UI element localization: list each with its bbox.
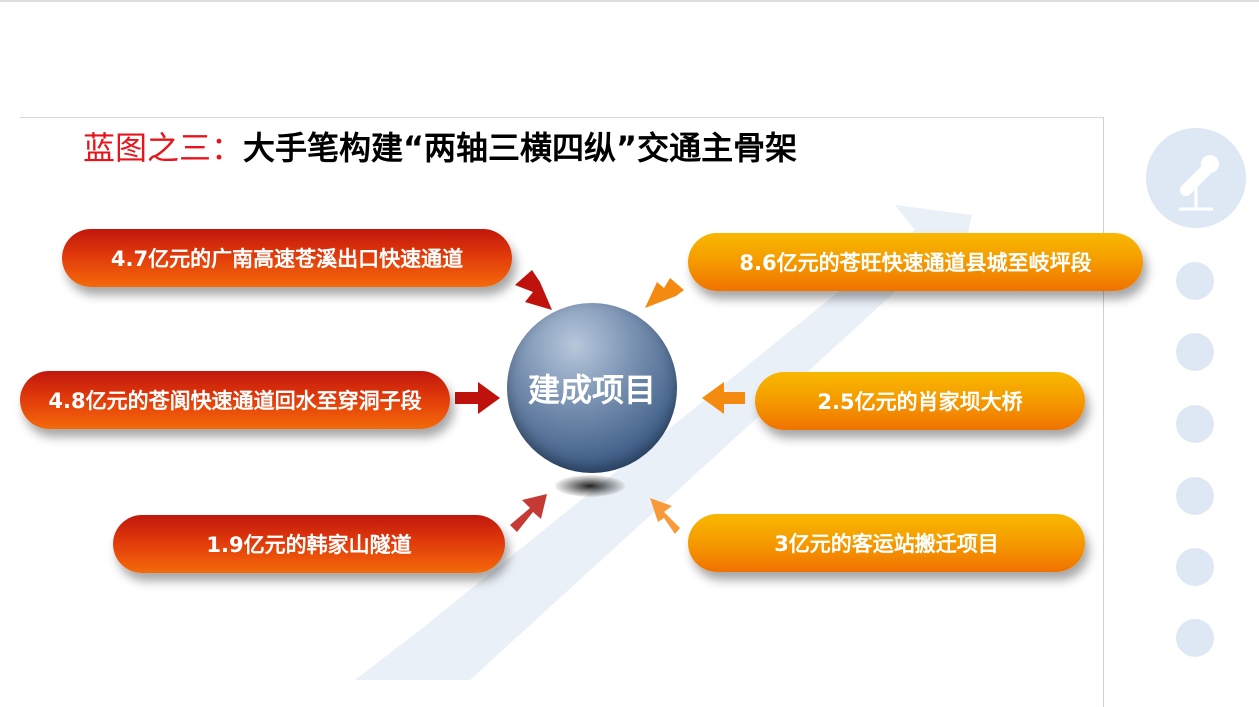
slide-title: 蓝图之三：大手笔构建“两轴三横四纵”交通主骨架 bbox=[83, 126, 797, 170]
arrow-left-1 bbox=[515, 270, 552, 310]
center-shadow bbox=[555, 475, 625, 497]
frame-top-line bbox=[20, 117, 1104, 118]
big-diagonal-arrow bbox=[355, 205, 972, 680]
top-border bbox=[0, 0, 1259, 2]
nav-dot-4[interactable] bbox=[1176, 477, 1214, 515]
title-prefix: 蓝图之三： bbox=[83, 129, 244, 167]
arrow-right-3 bbox=[650, 498, 680, 534]
arrow-right-1 bbox=[645, 278, 684, 308]
right-item-2: 2.5亿元的肖家坝大桥 bbox=[755, 372, 1085, 430]
arrow-left-2 bbox=[455, 382, 500, 414]
arrow-right-2 bbox=[702, 382, 745, 414]
left-item-2: 4.8亿元的苍阆快速通道回水至穿洞子段 bbox=[20, 371, 450, 429]
nav-dot-3[interactable] bbox=[1176, 405, 1214, 443]
center-label: 建成项目 bbox=[527, 371, 656, 409]
title-main: 大手笔构建“两轴三横四纵”交通主骨架 bbox=[243, 129, 798, 167]
left-item-1: 4.7亿元的广南高速苍溪出口快速通道 bbox=[62, 229, 512, 287]
nav-dot-1[interactable] bbox=[1176, 262, 1214, 300]
microphone-icon bbox=[1146, 128, 1246, 228]
nav-dot-6[interactable] bbox=[1176, 619, 1214, 657]
right-item-3: 3亿元的客运站搬迁项目 bbox=[688, 514, 1085, 572]
center-circle: 建成项目 bbox=[507, 303, 677, 473]
nav-dot-5[interactable] bbox=[1176, 548, 1214, 586]
left-item-3: 1.9亿元的韩家山隧道 bbox=[113, 515, 505, 573]
frame-right-line bbox=[1103, 117, 1104, 707]
right-item-1: 8.6亿元的苍旺快速通道县城至岐坪段 bbox=[688, 233, 1143, 291]
nav-dot-2[interactable] bbox=[1176, 333, 1214, 371]
arrow-left-3 bbox=[510, 494, 547, 532]
